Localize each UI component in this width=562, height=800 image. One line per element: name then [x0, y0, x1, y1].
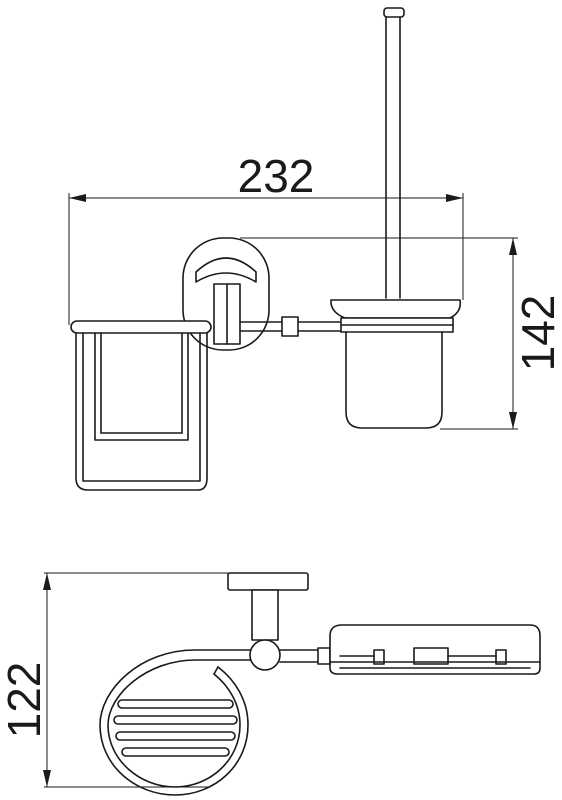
soap-dish — [329, 624, 541, 675]
joint-ball — [249, 639, 281, 671]
side-height-dimension-label: 122 — [0, 662, 50, 739]
wall-mount-plate — [182, 237, 270, 351]
side-height-dimension: 122 — [0, 572, 230, 788]
front-height-dimension-label: 142 — [512, 295, 562, 372]
front-height-dimension: 142 — [240, 237, 562, 430]
tumbler-basket — [70, 320, 212, 491]
front-view: 232 142 — [68, 7, 562, 491]
brush-cup — [330, 299, 462, 429]
horizontal-bar — [239, 316, 346, 337]
wall-flange — [227, 572, 309, 641]
width-dimension: 232 — [68, 150, 464, 325]
brush-handle — [383, 7, 405, 299]
side-bar — [279, 647, 331, 665]
width-dimension-label: 232 — [238, 150, 315, 202]
ring-holder — [99, 649, 251, 796]
side-view: 122 — [0, 572, 541, 796]
